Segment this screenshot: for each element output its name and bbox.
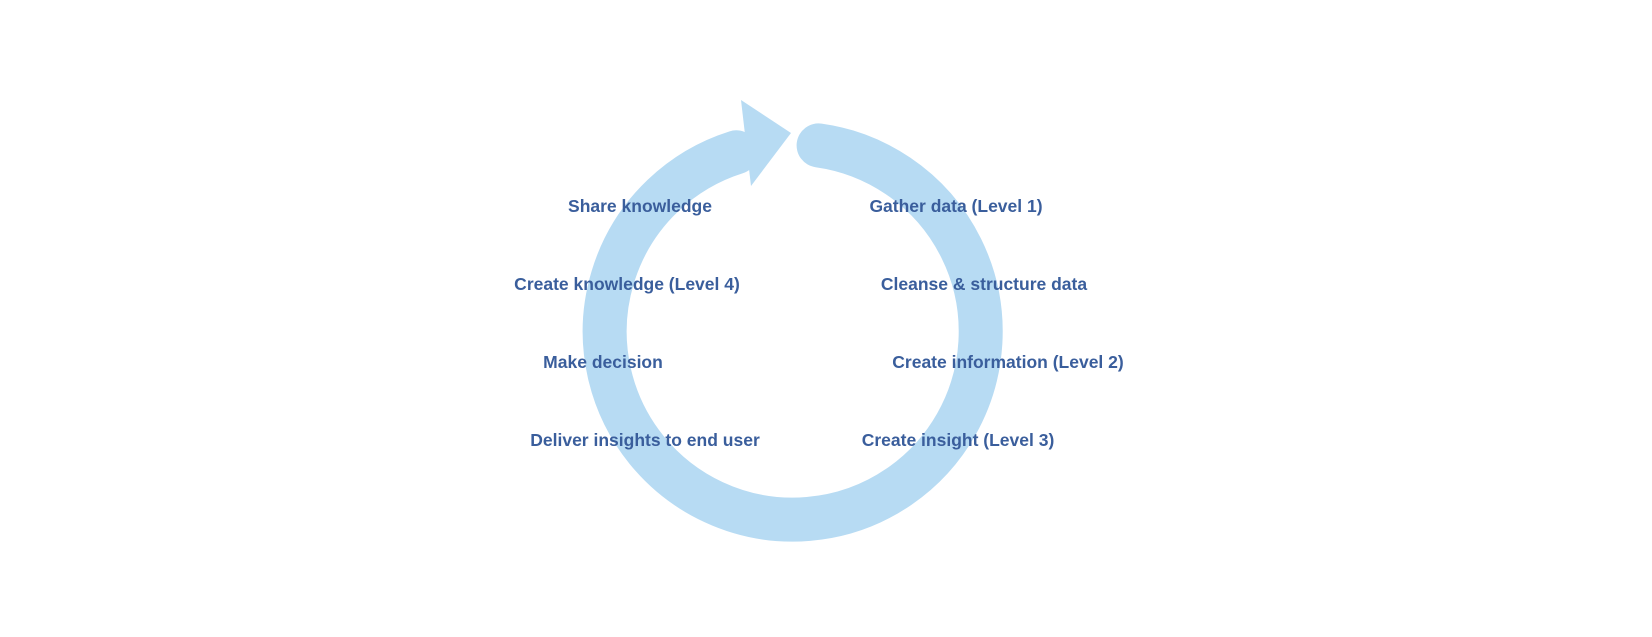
step-label-share-knowledge: Share knowledge [568, 196, 712, 216]
cycle-ring-arc [582, 123, 1003, 542]
step-label-create-knowledge: Create knowledge (Level 4) [514, 274, 740, 294]
step-label-cleanse-structure-data: Cleanse & structure data [880, 274, 1088, 294]
step-label-gather-data: Gather data (Level 1) [869, 196, 1043, 216]
cycle-arrowhead [741, 100, 791, 186]
step-label-make-decision: Make decision [543, 352, 663, 372]
step-label-create-insight: Create insight (Level 3) [861, 430, 1055, 450]
step-label-deliver-insights: Deliver insights to end user [530, 430, 760, 450]
step-label-create-information: Create information (Level 2) [892, 352, 1124, 372]
